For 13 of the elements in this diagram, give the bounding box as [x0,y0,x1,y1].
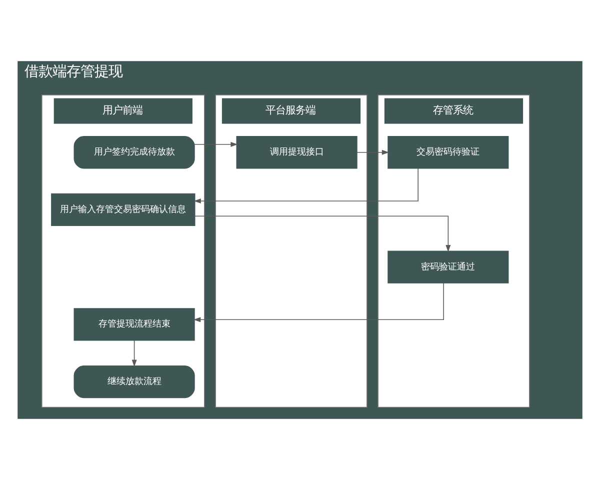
arrow [194,216,451,252]
node-box: 用户输入存管交易密码确认信息 [51,193,196,226]
arrow [194,168,418,204]
arrow [194,142,238,147]
node-box: 交易密码待验证 [388,136,509,169]
arrow [193,282,444,322]
arrow [356,150,390,155]
node-box: 存管提现流程结束 [74,308,195,341]
arrow [132,340,137,367]
node-box: 密码验证通过 [388,250,509,284]
node-box: 继续放款流程 [74,365,195,398]
node-box: 用户签约完成待放款 [74,136,195,169]
node-box: 调用提现接口 [236,136,358,169]
